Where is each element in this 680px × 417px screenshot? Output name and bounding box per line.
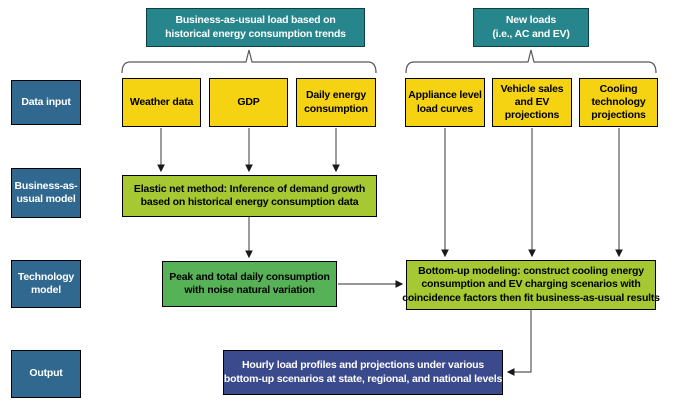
row-label-technology-model: Technology model <box>11 260 81 308</box>
box-text-line: projections <box>504 109 560 122</box>
box-text-line: coincidence factors then fit business-as… <box>402 291 660 304</box>
box-text-line: Vehicle sales <box>500 82 564 95</box>
box-text-line: GDP <box>237 95 260 108</box>
row-label-line: Data input <box>21 95 71 108</box>
box-text-line: based on historical energy consumption d… <box>140 196 359 208</box>
box-text-line: load curves <box>416 102 474 115</box>
header-line: (i.e., AC and EV) <box>492 27 570 40</box>
arrow-bottomup-to-output <box>506 310 532 376</box>
process-box-peak-consumption: Peak and total daily consumption with no… <box>162 261 337 307</box>
row-label-line: Output <box>29 367 63 380</box>
input-box-daily-energy: Daily energy consumption <box>296 78 376 127</box>
box-text-line: consumption and EV charging scenarios wi… <box>421 278 641 291</box>
process-box-bottom-up: Bottom-up modeling: construct cooling en… <box>402 260 660 310</box>
box-text-line: with noise natural variation <box>184 284 315 296</box>
output-box-hourly-profiles: Hourly load profiles and projections und… <box>223 350 503 395</box>
right-brace <box>405 49 657 74</box>
row-label-line: Technology <box>17 270 75 283</box>
row-label-line: Business-as- <box>14 179 78 192</box>
input-box-appliance-load: Appliance level load curves <box>405 78 485 127</box>
box-text-line: Hourly load profiles and projections und… <box>241 359 485 372</box>
input-box-cooling-tech: Cooling technology projections <box>579 78 658 127</box>
header-new-loads: New loads (i.e., AC and EV) <box>473 8 589 47</box>
header-line: New loads <box>505 14 557 27</box>
box-text-line: technology <box>591 95 646 108</box>
box-text-line: Weather data <box>129 95 194 108</box>
box-text-line: Bottom-up modeling: construct cooling en… <box>418 265 644 278</box>
box-text-line: projections <box>591 109 646 122</box>
box-text-line: Cooling <box>599 82 638 95</box>
box-text-line: Daily energy <box>305 89 367 102</box>
box-text-line: Appliance level <box>408 89 482 102</box>
row-label-bau-model: Business-as- usual model <box>11 168 81 218</box>
row-label-output: Output <box>11 350 81 398</box>
input-box-weather-data: Weather data <box>122 78 201 127</box>
input-box-gdp: GDP <box>209 78 288 127</box>
header-bau-load: Business-as-usual load based on historic… <box>146 8 365 47</box>
box-text-line: Elastic net method: Inference of demand … <box>133 182 366 195</box>
row-label-line: model <box>31 284 61 296</box>
box-text-line: and EV <box>514 95 550 108</box>
row-label-data-input: Data input <box>11 80 81 125</box>
box-text-line: Peak and total daily consumption <box>169 270 330 283</box>
input-box-vehicle-sales: Vehicle sales and EV projections <box>492 78 572 127</box>
process-box-elastic-net: Elastic net method: Inference of demand … <box>122 175 377 217</box>
row-label-line: usual model <box>16 193 76 205</box>
left-brace <box>121 49 377 74</box>
box-text-line: bottom-up scenarios at state, regional, … <box>223 372 503 385</box>
box-text-line: consumption <box>304 102 368 115</box>
header-line: Business-as-usual load based on <box>175 14 336 27</box>
header-line: historical energy consumption trends <box>165 27 346 40</box>
